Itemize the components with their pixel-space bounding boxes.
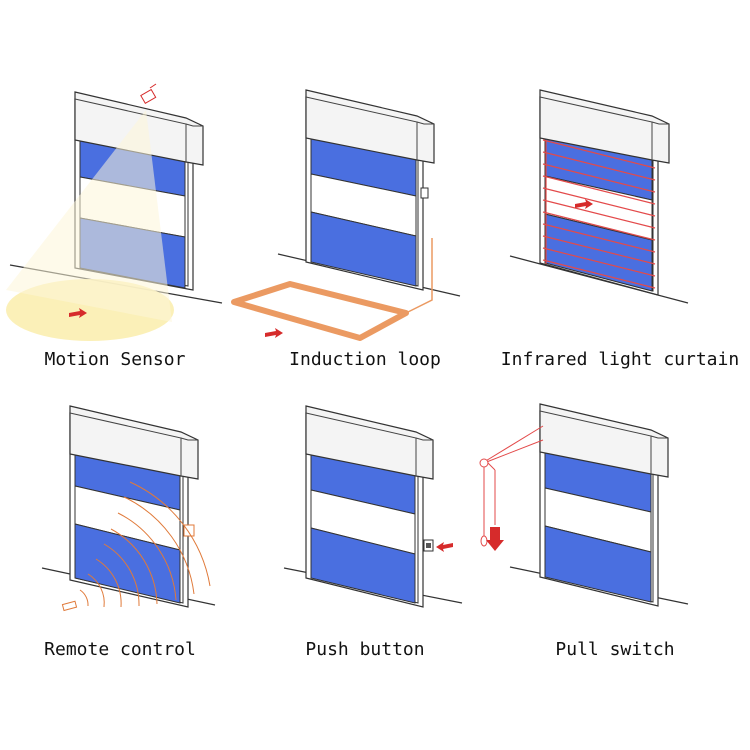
approach-arrow: [575, 199, 593, 209]
door-header: [69, 405, 199, 480]
panel-motion-sensor: [6, 83, 223, 341]
panel-infrared-light-curtain: [509, 89, 689, 304]
panel-induction-loop: [231, 89, 461, 341]
door: [69, 405, 199, 608]
receiver-box: [183, 524, 195, 537]
door: [305, 405, 434, 608]
door-header: [305, 405, 434, 480]
infrared-beam-icon: [542, 139, 656, 289]
door-header: [539, 89, 670, 164]
panel-pull-switch: [479, 403, 689, 607]
push-button-icon: [423, 539, 434, 552]
loop-detector-box: [420, 187, 429, 199]
caption-push-button: Push button: [305, 639, 425, 660]
pull-switch-icon: [479, 425, 544, 547]
approach-arrow: [69, 308, 87, 318]
caption-infrared-light-curtain: Infrared light curtain: [500, 349, 740, 370]
caption-motion-sensor: Motion Sensor: [44, 349, 186, 370]
sensor-beam: [6, 110, 172, 322]
panel-remote-control: [41, 405, 216, 612]
door: [539, 403, 669, 607]
press-arrow: [436, 542, 453, 552]
door-header: [305, 89, 435, 164]
pull-arrow: [486, 527, 504, 551]
caption-induction-loop: Induction loop: [289, 349, 441, 370]
motion-sensor-icon: [140, 83, 157, 105]
door-header: [539, 403, 669, 478]
door-panel-blue-bottom: [310, 211, 417, 287]
door-panel-blue-bottom: [544, 213, 653, 292]
induction-loop-icon: [231, 238, 433, 341]
caption-remote-control: Remote control: [44, 639, 196, 660]
remote-control-icon: [61, 600, 78, 612]
remote-signal-waves: [79, 481, 211, 608]
door: [305, 89, 435, 291]
caption-pull-switch: Pull switch: [555, 639, 675, 660]
door-panel-blue-bottom: [544, 525, 652, 603]
approach-arrow: [265, 328, 283, 338]
panel-push-button: [283, 405, 463, 608]
door-panel-blue-bottom: [310, 527, 416, 604]
